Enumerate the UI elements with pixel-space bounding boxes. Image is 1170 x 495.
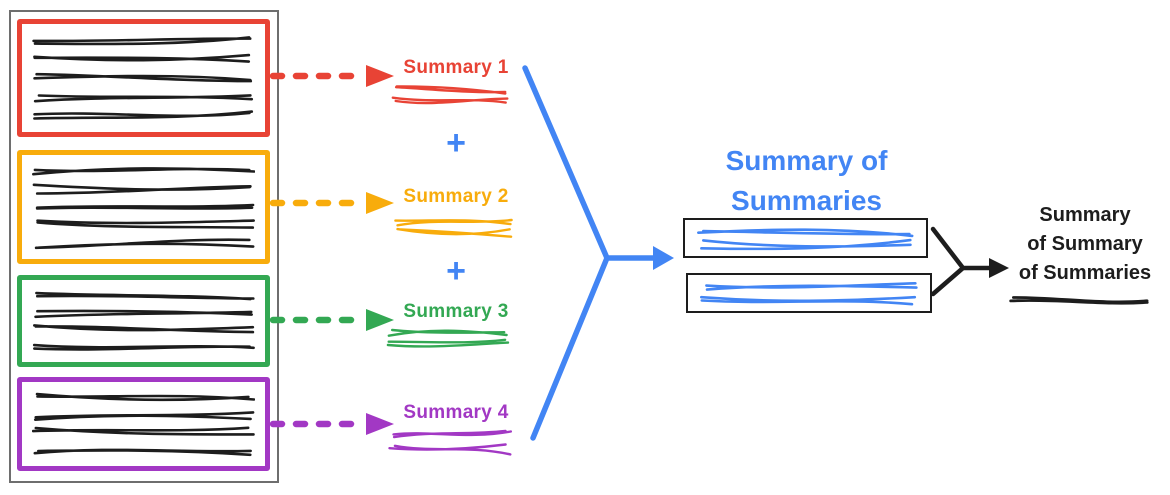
final-summary-label: Summary of Summary of Summaries <box>1005 201 1165 288</box>
combine-summaries-arrow <box>522 65 674 441</box>
summary-of-summaries-title-line2: Summaries <box>731 185 882 216</box>
chunk-3-text-scribble <box>32 287 255 355</box>
arrow-chunk4-to-summary4 <box>269 413 394 435</box>
summary-2-label: Summary 2 <box>403 186 509 207</box>
plus-sign-2: + <box>446 252 466 290</box>
arrow-chunk1-to-summary1 <box>269 65 394 87</box>
chunk-1-text-scribble <box>32 31 255 125</box>
final-summary-label-line3: of Summaries <box>1018 262 1152 284</box>
summary-of-summaries-box-2 <box>686 273 932 313</box>
summary-of-summaries-box-2-scribble <box>700 279 918 307</box>
plus-sign-1: + <box>446 124 466 162</box>
final-summary-label-line2: of Summary <box>1027 233 1143 255</box>
summary-1-label: Summary 1 <box>403 57 509 78</box>
summary-of-summaries-box-1 <box>683 218 928 258</box>
summary-3-scribble <box>386 324 510 351</box>
summary-4-scribble <box>388 427 512 457</box>
final-summary-arrow <box>930 226 1009 297</box>
summary-of-summaries-title: Summary of Summaries <box>690 141 923 221</box>
summary-2-scribble <box>394 214 514 240</box>
chunk-4-text-scribble <box>32 389 255 459</box>
document-chunk-4 <box>17 377 270 471</box>
source-document <box>9 10 279 483</box>
document-chunk-3 <box>17 275 270 367</box>
document-chunk-1 <box>17 19 270 137</box>
arrow-chunk3-to-summary3 <box>269 309 394 331</box>
summary-1-scribble <box>390 84 512 108</box>
final-summary-scribble <box>1008 292 1152 310</box>
document-chunk-2 <box>17 150 270 264</box>
arrow-chunk2-to-summary2 <box>269 192 394 214</box>
summary-of-summaries-box-1-scribble <box>697 224 914 252</box>
chunk-2-text-scribble <box>32 162 255 252</box>
summary-4-label: Summary 4 <box>403 402 509 423</box>
summary-3-label: Summary 3 <box>403 301 509 322</box>
summary-of-summaries-title-line1: Summary of <box>725 145 888 176</box>
final-summary-label-line1: Summary <box>1039 204 1131 226</box>
